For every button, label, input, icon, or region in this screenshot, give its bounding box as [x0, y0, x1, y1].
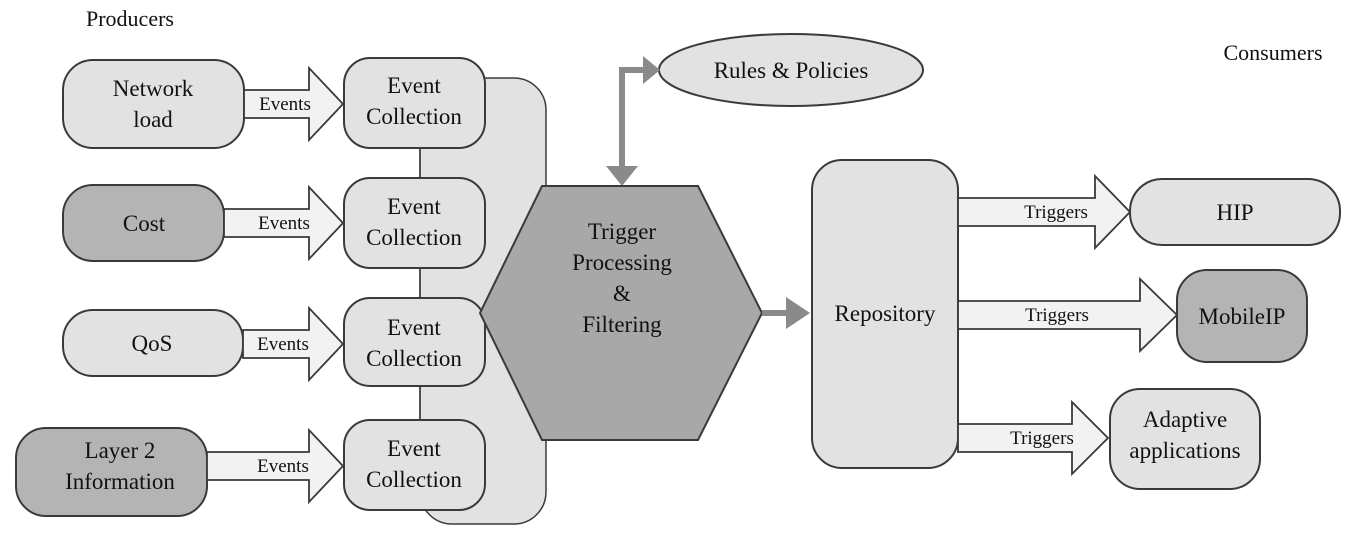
producer-layer2-information: Layer 2 Information: [15, 427, 208, 517]
trigger-arrow-label: Triggers: [1010, 428, 1074, 449]
producer-label-line: Information: [65, 469, 175, 494]
collector-box: [343, 297, 486, 387]
hexagon-label-line: Filtering: [582, 312, 662, 337]
repository-label: Repository: [835, 301, 936, 326]
collector-label-line: Event: [387, 194, 441, 219]
trigger-arrow-0: Triggers: [957, 173, 1132, 251]
producer-qos: QoS: [62, 309, 244, 377]
event-collector-2: Event Collection: [343, 297, 486, 387]
rules-connector-line: [619, 67, 645, 168]
rules-connector-head: [606, 166, 638, 186]
producer-label-line: Layer 2: [85, 438, 156, 463]
producer-network-load: Network load: [62, 59, 245, 149]
consumer-hip: HIP: [1129, 178, 1341, 246]
rules-connector-head: [643, 56, 660, 84]
consumer-box: [1129, 178, 1341, 246]
event-arrow-2: Events: [242, 305, 345, 383]
collector-label-line: Event: [387, 73, 441, 98]
event-arrow-shape: [242, 305, 345, 383]
trigger-arrow-1: Triggers: [957, 276, 1179, 354]
trigger-arrow-shape: [957, 276, 1179, 354]
collector-label-line: Event: [387, 436, 441, 461]
producer-label-line: Cost: [123, 211, 166, 236]
event-arrow-3: Events: [206, 427, 345, 505]
consumer-label-line: Adaptive: [1143, 407, 1227, 432]
hexagon-label-line: Trigger: [588, 219, 656, 244]
consumer-adaptive-applications: Adaptive applications: [1109, 388, 1261, 490]
producers-label: Producers: [86, 6, 174, 31]
event-arrow-shape: [206, 427, 345, 505]
event-collector-0: Event Collection: [343, 57, 486, 149]
collector-label-line: Event: [387, 315, 441, 340]
trigger-arrow-shape: [957, 173, 1132, 251]
event-arrow-1: Events: [223, 184, 345, 262]
producer-box: [62, 59, 245, 149]
producer-cost: Cost: [62, 184, 225, 262]
collector-label-line: Collection: [366, 225, 462, 250]
processor-connector-head: [786, 297, 810, 329]
trigger-arrow-2: Triggers: [957, 399, 1110, 477]
hexagon-label-line: Processing: [572, 250, 672, 275]
rules-label: Rules & Policies: [714, 58, 869, 83]
hexagon-shape: [478, 185, 764, 441]
collector-label-line: Collection: [366, 467, 462, 492]
trigger-arrow-label: Triggers: [1024, 202, 1088, 223]
event-arrow-label: Events: [257, 456, 309, 477]
collector-label-line: Collection: [366, 104, 462, 129]
consumer-box: [1176, 269, 1308, 363]
event-arrow-shape: [223, 184, 345, 262]
processor-to-repository-connector: [762, 297, 810, 329]
producer-label-line: Network: [113, 76, 194, 101]
collector-box: [343, 419, 486, 511]
event-arrow-label: Events: [259, 94, 311, 115]
collector-label-line: Collection: [366, 346, 462, 371]
event-collector-3: Event Collection: [343, 419, 486, 511]
trigger-arrow-shape: [957, 399, 1110, 477]
producer-label-line: QoS: [132, 331, 173, 356]
hexagon-label-line: &: [613, 281, 631, 306]
repository: Repository: [811, 159, 959, 469]
event-arrow-shape: [243, 65, 345, 143]
event-arrow-label: Events: [257, 334, 309, 355]
producer-label-line: load: [133, 107, 173, 132]
rules-policies: Rules & Policies: [658, 33, 924, 107]
trigger-arrow-label: Triggers: [1025, 305, 1089, 326]
event-arrow-label: Events: [258, 213, 310, 234]
consumer-mobileip: MobileIP: [1176, 269, 1308, 363]
trigger-processing-hexagon: Trigger Processing & Filtering: [478, 185, 764, 441]
consumer-box: [1109, 388, 1261, 490]
event-collector-1: Event Collection: [343, 177, 486, 269]
consumer-label-line: HIP: [1216, 200, 1253, 225]
rules-connector: [606, 56, 660, 186]
consumers-label: Consumers: [1224, 40, 1323, 65]
collector-box: [343, 57, 486, 149]
event-arrow-0: Events: [243, 65, 345, 143]
consumer-label-line: MobileIP: [1199, 304, 1286, 329]
collector-box: [343, 177, 486, 269]
consumer-label-line: applications: [1129, 438, 1240, 463]
